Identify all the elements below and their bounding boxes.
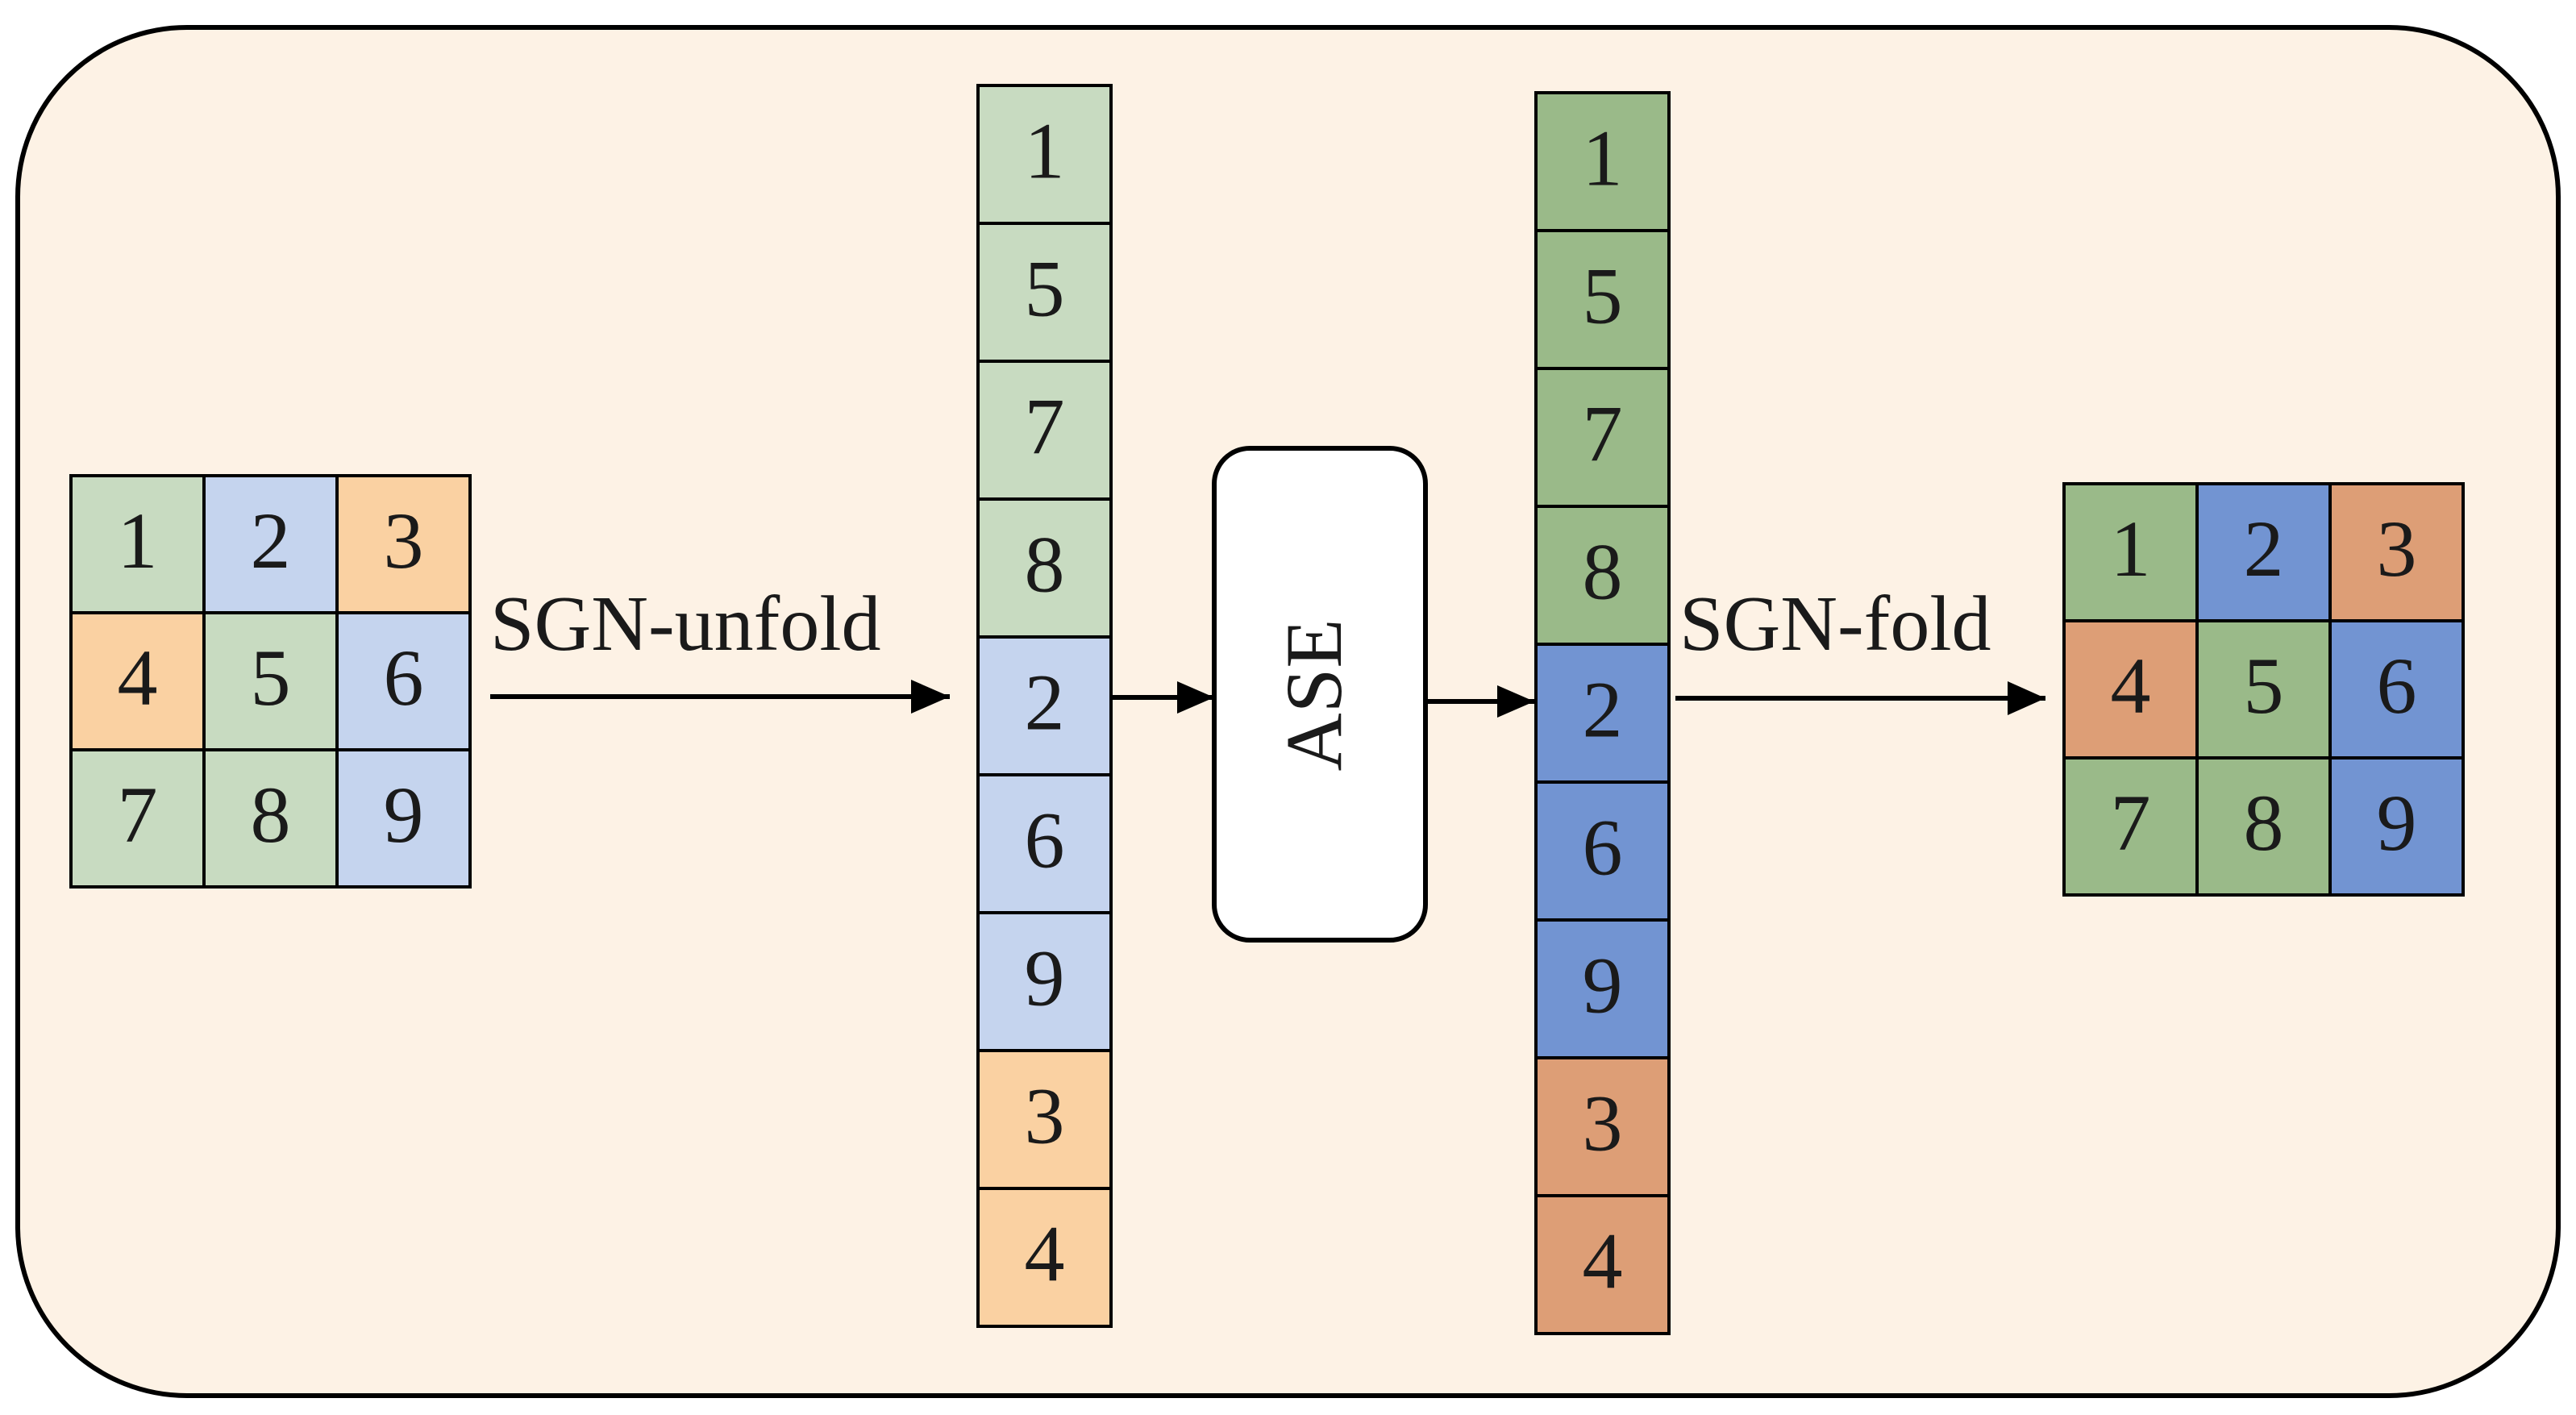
- input-grid: 1 2 3 4 5 6 7 8 9: [69, 474, 472, 889]
- ase-block: ASE: [1212, 446, 1428, 943]
- processed-column-cell-2: [1534, 643, 1671, 784]
- input-grid-cell-label: 9: [384, 770, 424, 859]
- input-grid-cell-label: 3: [384, 496, 424, 585]
- input-grid-cell-label: 2: [251, 496, 291, 585]
- input-grid-cell-label: 6: [384, 633, 424, 722]
- unfolded-column-cell-label: 3: [1025, 1071, 1065, 1160]
- unfolded-column-cell-label: 2: [1025, 657, 1065, 747]
- output-grid: 1 2 3 4 5 6 7 8 9: [2062, 482, 2465, 897]
- unfolded-column-cell-7: [976, 360, 1113, 501]
- unfolded-column-cell-3: [976, 1049, 1113, 1190]
- output-grid-cell-4: [2062, 619, 2199, 760]
- ase-label: ASE: [1269, 619, 1359, 772]
- input-grid-cell-8: [202, 748, 339, 889]
- unfolded-column-cell-9: [976, 911, 1113, 1052]
- unfolded-column-cell-label: 9: [1025, 933, 1065, 1022]
- input-grid-cell-label: 7: [118, 770, 158, 859]
- processed-column-cell-label: 7: [1583, 389, 1623, 478]
- unfolded-column-cell-4: [976, 1187, 1113, 1328]
- unfolded-column-cell-6: [976, 773, 1113, 914]
- processed-column-cell-5: [1534, 229, 1671, 370]
- processed-column-cell-label: 1: [1583, 113, 1623, 202]
- input-grid-cell-label: 8: [251, 770, 291, 859]
- unfolded-column-cell-label: 1: [1025, 106, 1065, 195]
- unfold-label: SGN-unfold: [490, 581, 881, 668]
- output-grid-cell-7: [2062, 756, 2199, 897]
- input-grid-cell-1: [69, 474, 206, 614]
- processed-column-cell-label: 5: [1583, 251, 1623, 340]
- output-grid-cell-label: 6: [2377, 641, 2417, 730]
- unfolded-column-cell-label: 4: [1025, 1209, 1065, 1298]
- processed-column-cell-3: [1534, 1056, 1671, 1197]
- input-grid-cell-label: 1: [118, 496, 158, 585]
- output-grid-cell-label: 3: [2377, 504, 2417, 593]
- output-grid-cell-label: 5: [2244, 641, 2284, 730]
- output-grid-cell-label: 1: [2111, 504, 2151, 593]
- processed-column-cell-4: [1534, 1194, 1671, 1335]
- processed-column-cell-label: 6: [1583, 802, 1623, 892]
- unfolded-column-cell-2: [976, 635, 1113, 776]
- output-grid-cell-6: [2328, 619, 2465, 760]
- to-ase-arrow: [1113, 681, 1214, 714]
- output-grid-cell-label: 4: [2111, 641, 2151, 730]
- processed-column-cell-label: 9: [1583, 940, 1623, 1030]
- fold-arrow: [1675, 681, 2045, 715]
- output-grid-cell-3: [2328, 482, 2465, 622]
- processed-column-cell-8: [1534, 505, 1671, 646]
- output-grid-cell-label: 8: [2244, 778, 2284, 868]
- output-grid-cell-2: [2195, 482, 2332, 622]
- output-grid-cell-label: 9: [2377, 778, 2417, 868]
- processed-column: 1 5 7 8 2 6 9 3 4: [1534, 91, 1671, 1335]
- input-grid-cell-2: [202, 474, 339, 614]
- input-grid-cell-9: [335, 748, 472, 889]
- processed-column-cell-9: [1534, 918, 1671, 1059]
- unfolded-column-cell-label: 5: [1025, 243, 1065, 333]
- processed-column-cell-label: 8: [1583, 526, 1623, 616]
- unfolded-column-cell-5: [976, 222, 1113, 363]
- input-grid-cell-label: 5: [251, 633, 291, 722]
- processed-column-cell-label: 4: [1583, 1216, 1623, 1305]
- input-grid-cell-label: 4: [118, 633, 158, 722]
- output-grid-cell-label: 2: [2244, 504, 2284, 593]
- processed-column-cell-1: [1534, 91, 1671, 232]
- fold-label: SGN-fold: [1679, 581, 1991, 668]
- input-grid-cell-3: [335, 474, 472, 614]
- unfolded-column-cell-label: 8: [1025, 519, 1065, 609]
- output-grid-cell-9: [2328, 756, 2465, 897]
- unfolded-column-cell-label: 6: [1025, 795, 1065, 884]
- unfolded-column-cell-1: [976, 84, 1113, 225]
- from-ase-arrow: [1425, 685, 1534, 718]
- unfold-arrow: [490, 680, 950, 714]
- unfolded-column-cell-8: [976, 497, 1113, 639]
- unfolded-column: 1 5 7 8 2 6 9 3 4: [976, 84, 1113, 1328]
- output-grid-cell-8: [2195, 756, 2332, 897]
- processed-column-cell-6: [1534, 780, 1671, 922]
- unfolded-column-cell-label: 7: [1025, 381, 1065, 471]
- processed-column-cell-label: 2: [1583, 664, 1623, 754]
- output-grid-cell-label: 7: [2111, 778, 2151, 868]
- processed-column-cell-label: 3: [1583, 1078, 1623, 1167]
